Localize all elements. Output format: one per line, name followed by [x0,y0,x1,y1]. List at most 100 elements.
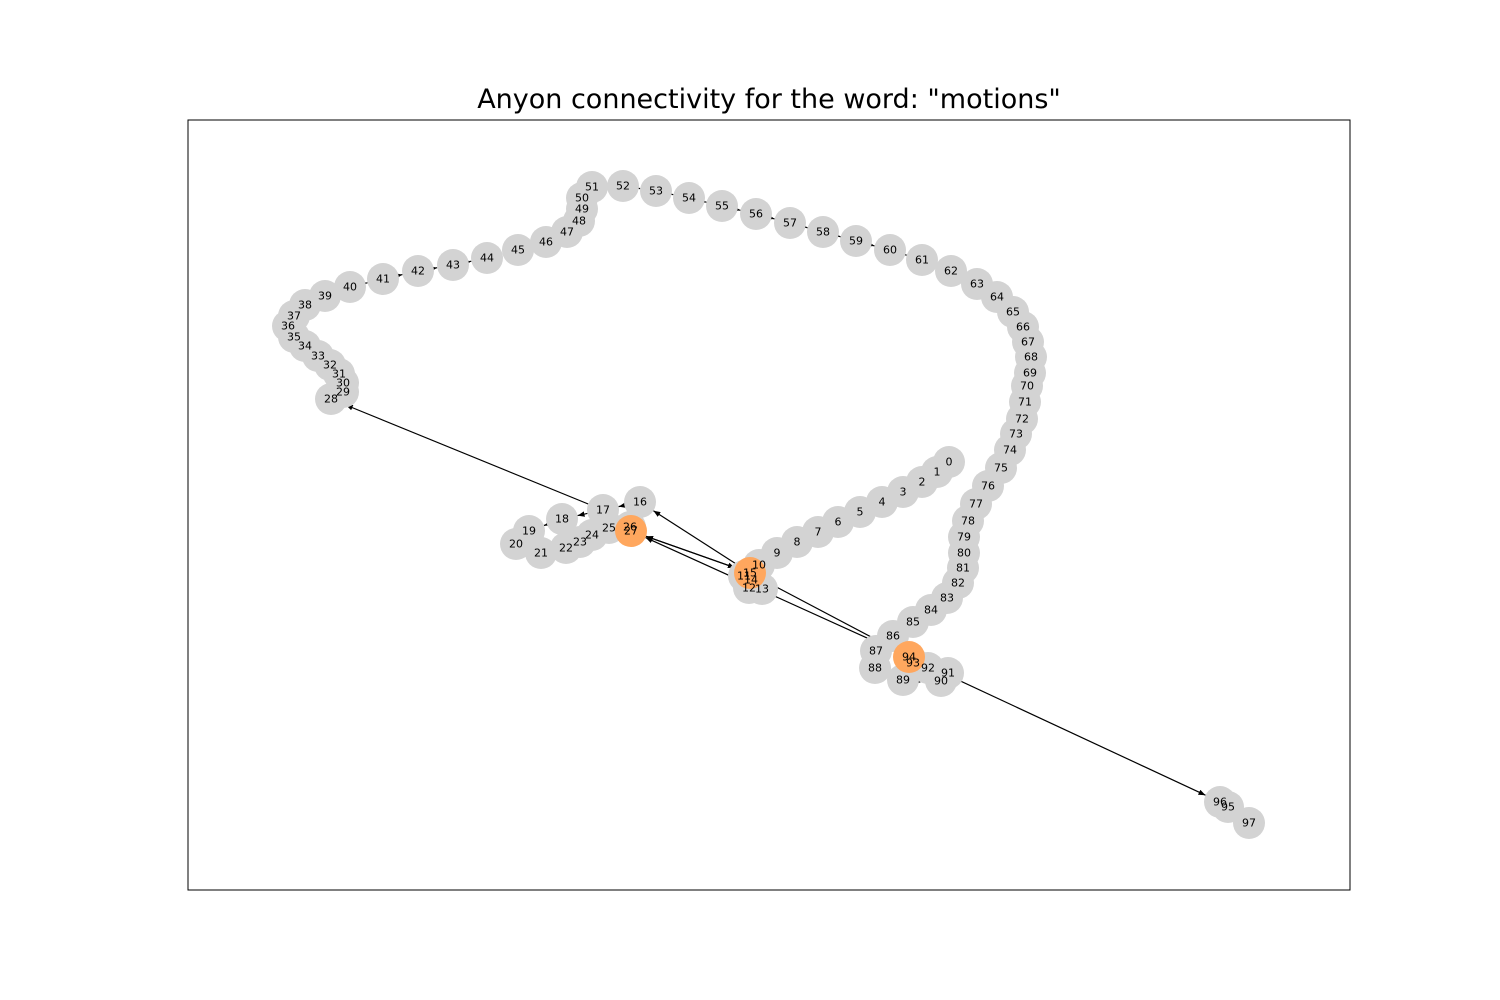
node-label-95: 95 [1221,801,1235,814]
edge-15-27 [645,535,736,569]
node-label-75: 75 [994,462,1008,475]
node-57 [774,207,806,239]
edge-57-58 [800,223,808,229]
node-label-43: 43 [446,259,460,272]
node-27 [615,515,647,547]
edge-17-28 [345,404,589,505]
node-label-39: 39 [318,290,332,303]
edge-43-44 [463,260,472,266]
node-53 [640,175,672,207]
node-label-76: 76 [981,480,995,493]
node-label-55: 55 [715,200,729,213]
node-60 [874,234,906,266]
node-label-77: 77 [969,498,983,511]
node-label-58: 58 [816,226,830,239]
node-label-29: 29 [336,386,350,399]
figure-title: Anyon connectivity for the word: "motion… [477,84,1061,115]
node-88 [859,652,891,684]
node-42 [402,255,434,287]
node-label-86: 86 [886,630,900,643]
node-label-37: 37 [287,310,301,323]
node-label-78: 78 [961,515,975,528]
node-label-24: 24 [585,529,599,542]
node-label-60: 60 [883,244,897,257]
edge-42-43 [429,266,438,272]
node-label-83: 83 [940,592,954,605]
node-label-47: 47 [560,226,574,239]
node-16 [624,486,656,518]
node-label-36: 36 [281,320,295,333]
node-label-84: 84 [924,604,938,617]
node-40 [334,271,366,303]
edge-16-17 [618,502,627,508]
node-label-11: 11 [737,570,751,583]
node-label-10: 10 [752,559,766,572]
node-56 [740,198,772,230]
node-55 [706,190,738,222]
node-label-28: 28 [324,393,338,406]
node-label-54: 54 [682,192,696,205]
node-label-80: 80 [957,547,971,560]
node-label-31: 31 [332,368,346,381]
edge-94-96 [923,663,1206,796]
plot-frame [187,119,1351,891]
node-58 [807,216,839,248]
node-label-74: 74 [1003,444,1017,457]
node-label-3: 3 [900,486,907,499]
node-21 [525,537,557,569]
node-label-71: 71 [1018,396,1032,409]
edge-56-57 [767,214,775,220]
node-label-59: 59 [849,235,863,248]
node-43 [437,249,469,281]
node-label-62: 62 [944,265,958,278]
node-label-81: 81 [956,562,970,575]
edge-59-60 [867,241,875,247]
edge-41-42 [394,273,403,279]
node-label-89: 89 [896,674,910,687]
node-label-68: 68 [1024,351,1038,364]
node-label-73: 73 [1009,428,1023,441]
node-label-33: 33 [311,350,325,363]
edge-15-16 [653,510,737,565]
node-label-85: 85 [906,616,920,629]
node-label-70: 70 [1020,380,1034,393]
node-label-27: 27 [624,525,638,538]
edges-layer [345,184,1206,796]
node-label-16: 16 [633,496,647,509]
node-label-46: 46 [539,236,553,249]
node-label-92: 92 [921,662,935,675]
node-label-56: 56 [749,208,763,221]
edge-55-56 [732,206,741,212]
node-20 [500,528,532,560]
node-label-9: 9 [774,547,781,560]
node-61 [906,244,938,276]
node-label-4: 4 [879,496,886,509]
node-label-7: 7 [815,526,822,539]
node-label-93: 93 [906,657,920,670]
node-label-44: 44 [480,252,494,265]
node-44 [471,242,503,274]
node-label-67: 67 [1021,336,1035,349]
node-label-22: 22 [559,542,573,555]
node-label-38: 38 [298,299,312,312]
node-label-13: 13 [755,583,769,596]
node-label-96: 96 [1213,796,1227,809]
node-59 [840,225,872,257]
node-label-26: 26 [623,521,637,534]
node-label-12: 12 [742,582,756,595]
node-label-57: 57 [783,217,797,230]
node-label-97: 97 [1242,817,1256,830]
node-label-82: 82 [951,577,965,590]
node-52 [607,170,639,202]
node-label-1: 1 [934,466,941,479]
node-label-50: 50 [575,192,589,205]
node-label-63: 63 [970,278,984,291]
edge-17-18 [577,511,588,517]
node-18 [546,503,578,535]
node-51 [576,171,608,203]
node-label-30: 30 [336,377,350,390]
node-label-40: 40 [343,281,357,294]
node-label-41: 41 [376,273,390,286]
node-39 [309,280,341,312]
